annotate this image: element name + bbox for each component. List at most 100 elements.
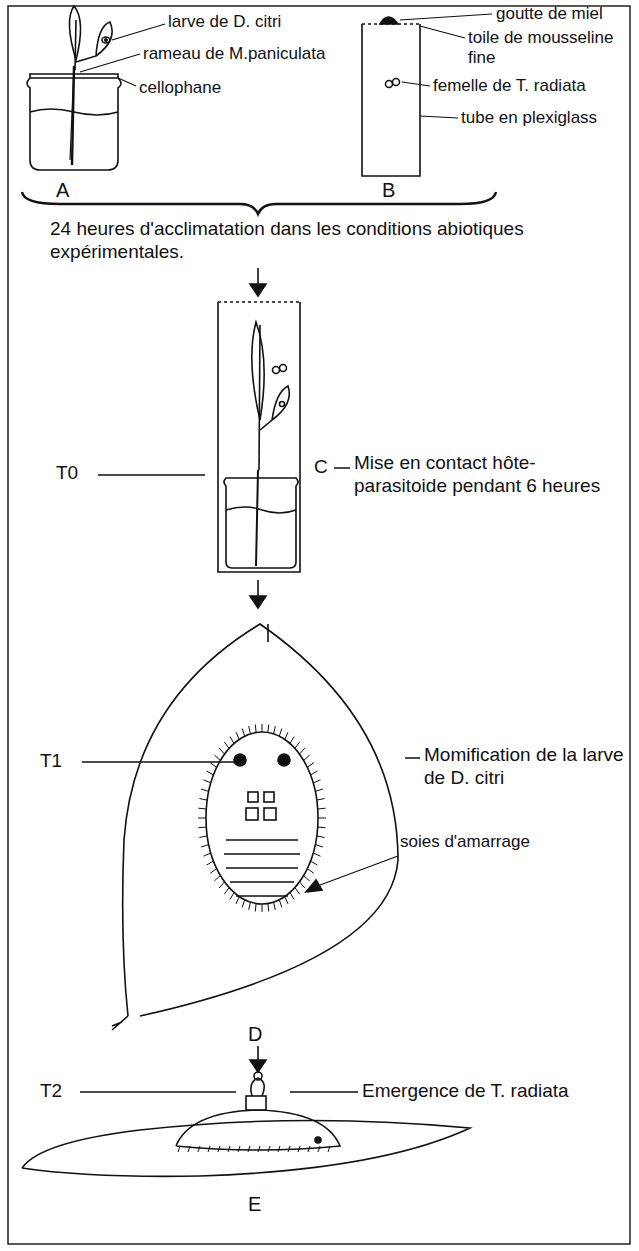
seta: [295, 742, 300, 748]
seta: [210, 869, 217, 874]
annotation: soies d'amarrage: [400, 832, 530, 852]
seta: [290, 893, 294, 900]
seta: [198, 1146, 200, 1152]
down-arrow: [250, 580, 266, 608]
annotation: Emergence de T. radiata: [362, 1080, 569, 1103]
seta: [199, 799, 207, 801]
seta: [300, 748, 305, 754]
seta: [230, 737, 234, 744]
seta: [198, 808, 206, 810]
seta: [188, 1146, 190, 1152]
seta: [204, 853, 211, 856]
seta: [236, 732, 239, 739]
annotation: rameau de M.paniculata: [143, 44, 325, 64]
seta: [315, 845, 323, 847]
leader-arrowhead: [306, 880, 322, 892]
seta: [274, 726, 276, 734]
seta: [236, 897, 239, 904]
panel-letter: C: [314, 456, 328, 479]
seta: [242, 900, 245, 908]
seta: [210, 763, 217, 768]
panel-letter: D: [248, 1022, 262, 1046]
seta: [238, 1146, 240, 1152]
annotation: larve de D. citri: [168, 12, 281, 32]
dash: [82, 758, 420, 762]
seta: [214, 755, 220, 760]
seta: [274, 902, 276, 910]
leader-line: [312, 856, 398, 888]
seta: [204, 780, 211, 783]
seta: [224, 888, 229, 894]
seta: [208, 1146, 210, 1152]
tube-c: [218, 302, 300, 572]
seta: [214, 876, 220, 881]
time-label: T0: [56, 462, 78, 485]
panel-letter: B: [382, 178, 395, 202]
dash: [80, 1091, 358, 1092]
seta: [304, 876, 310, 881]
seta: [219, 748, 224, 754]
seta: [318, 1146, 320, 1152]
annotation: Mise en contact hôte-parasitoide pendant…: [354, 452, 624, 498]
seta: [279, 729, 282, 737]
seta: [262, 904, 263, 912]
seta: [249, 726, 251, 734]
seta: [295, 888, 300, 894]
seta: [311, 771, 318, 775]
tube-b: [362, 17, 420, 176]
seta: [315, 789, 323, 791]
seta: [178, 1146, 180, 1152]
leaf-d: [112, 624, 398, 1030]
jar-a: [27, 6, 121, 170]
seta: [311, 861, 318, 865]
seta: [307, 869, 314, 874]
seta: [279, 900, 282, 908]
seta: [308, 1146, 310, 1152]
seta: [288, 1146, 290, 1152]
annotation: toile de mousseline fine: [468, 28, 628, 69]
seta: [317, 799, 325, 801]
brace: [22, 192, 496, 214]
seta: [255, 725, 257, 733]
seta: [249, 902, 251, 910]
panel-letter: E: [248, 1192, 261, 1216]
seta: [198, 818, 206, 819]
seta: [201, 789, 209, 791]
seta: [300, 882, 305, 888]
seta: [224, 742, 229, 748]
seta: [258, 1146, 260, 1152]
seta: [219, 882, 224, 888]
annotation: femelle de T. radiata: [433, 76, 586, 96]
annotation: Momification de la larve de D. citri: [424, 744, 629, 790]
seta: [307, 763, 314, 768]
seta: [207, 861, 214, 865]
annotation: cellophane: [139, 78, 221, 98]
seta: [267, 725, 269, 733]
seta: [285, 897, 288, 904]
seta: [228, 1146, 230, 1152]
seta: [318, 818, 326, 819]
seta: [255, 904, 257, 912]
seta: [298, 1146, 300, 1152]
time-label: T2: [40, 1080, 62, 1103]
seta: [218, 1146, 220, 1152]
down-arrow: [250, 1046, 266, 1072]
seta: [313, 780, 320, 783]
seta: [328, 1146, 330, 1152]
panel-letter: A: [56, 178, 69, 202]
annotation: 24 heures d'acclimatation dans les condi…: [50, 218, 530, 264]
seta: [278, 1146, 280, 1152]
time-label: T1: [40, 750, 62, 773]
seta: [207, 771, 214, 775]
seta: [248, 1146, 250, 1152]
seta: [267, 904, 269, 912]
seta: [198, 827, 206, 829]
seta: [230, 893, 234, 900]
down-arrow: [250, 268, 266, 296]
seta: [317, 836, 325, 838]
seta: [313, 853, 320, 856]
seta: [199, 836, 207, 838]
annotation: goutte de miel: [496, 4, 603, 24]
seta: [242, 729, 245, 737]
